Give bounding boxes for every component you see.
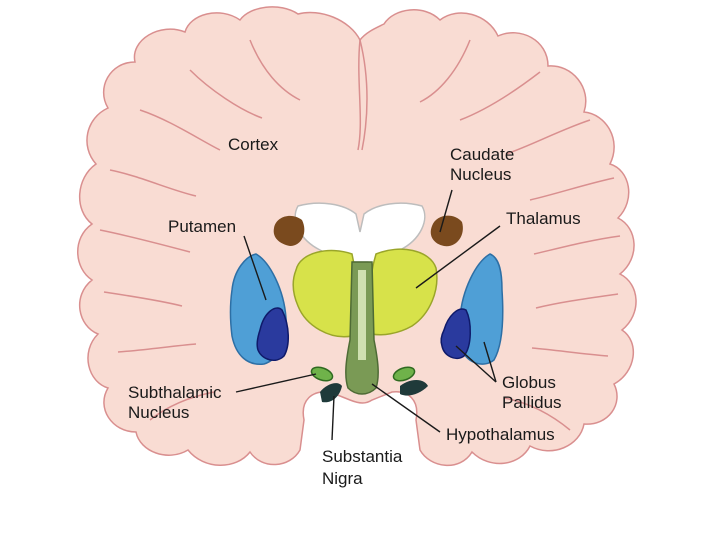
substantia-nigra-left xyxy=(320,383,342,403)
cortex-sulci xyxy=(99,39,621,431)
label-hypothalamus: Hypothalamus xyxy=(446,425,555,444)
subthalamic-right xyxy=(392,366,416,382)
substantia-nigra-right xyxy=(400,380,428,396)
label-substantia-line1: Substantia xyxy=(322,447,403,466)
label-caudate-line1: Caudate xyxy=(450,145,514,164)
label-subthalamic-line1: Subthalamic xyxy=(128,383,222,402)
label-cortex: Cortex xyxy=(228,135,279,154)
label-globus-line1: Globus xyxy=(502,373,556,392)
label-putamen: Putamen xyxy=(168,217,236,236)
globus-pallidus-left xyxy=(256,307,289,361)
caudate-right xyxy=(430,215,463,247)
globus-pallidus-right xyxy=(440,308,471,360)
leader-lines xyxy=(235,189,501,441)
caudate-left xyxy=(273,215,305,246)
label-caudate-line2: Nucleus xyxy=(450,165,511,184)
label-subthalamic-line2: Nucleus xyxy=(128,403,189,422)
third-ventricle xyxy=(358,270,366,360)
subthalamic-left xyxy=(310,366,334,382)
label-thalamus: Thalamus xyxy=(506,209,581,228)
label-globus-line2: Pallidus xyxy=(502,393,562,412)
label-substantia-line2: Nigra xyxy=(322,469,363,488)
